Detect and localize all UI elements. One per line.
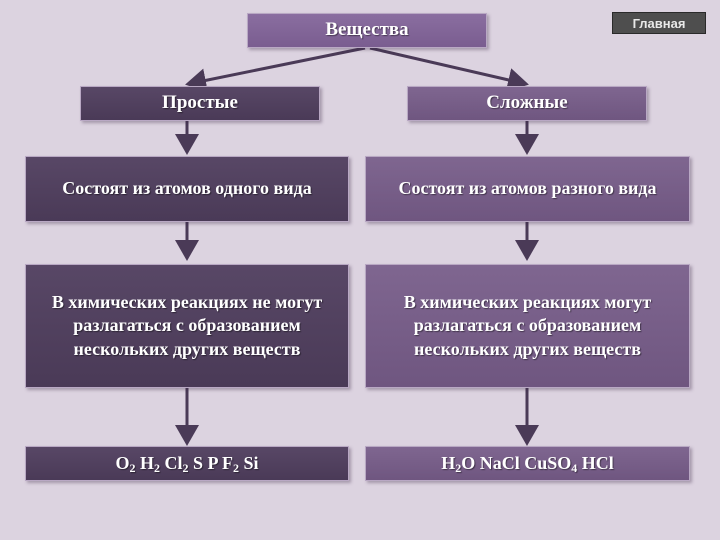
formula-nacl-cuso4: O NaCl CuSO4 — [461, 452, 578, 475]
formula-hcl: HCl — [577, 452, 614, 473]
arrow-root-to-complex — [369, 46, 529, 92]
simple-examples-node: O2 H2 Cl2 S P F2 Si — [25, 446, 349, 481]
formula-s-p-f2: S P F2 — [188, 452, 240, 475]
complex-reactions-node: В химических реакциях могут разлагаться … — [365, 264, 690, 388]
complex-substances-node: Сложные — [407, 86, 647, 121]
formula-h2: H2 — [135, 452, 160, 475]
home-button[interactable]: Главная — [612, 12, 706, 34]
arrow-root-to-simple — [185, 46, 366, 93]
complex-composition-node: Состоят из атомов разного вида — [365, 156, 690, 222]
root-node: Вещества — [247, 13, 487, 48]
formula-h2o: H2 — [441, 452, 462, 475]
formula-o2: O2 — [115, 452, 136, 475]
simple-composition-node: Состоят из атомов одного вида — [25, 156, 349, 222]
formula-cl2: Cl2 — [160, 452, 189, 475]
complex-examples-node: H2 O NaCl CuSO4 HCl — [365, 446, 690, 481]
simple-substances-node: Простые — [80, 86, 320, 121]
formula-si: Si — [239, 452, 259, 473]
simple-reactions-node: В химических реакциях не могут разлагать… — [25, 264, 349, 388]
